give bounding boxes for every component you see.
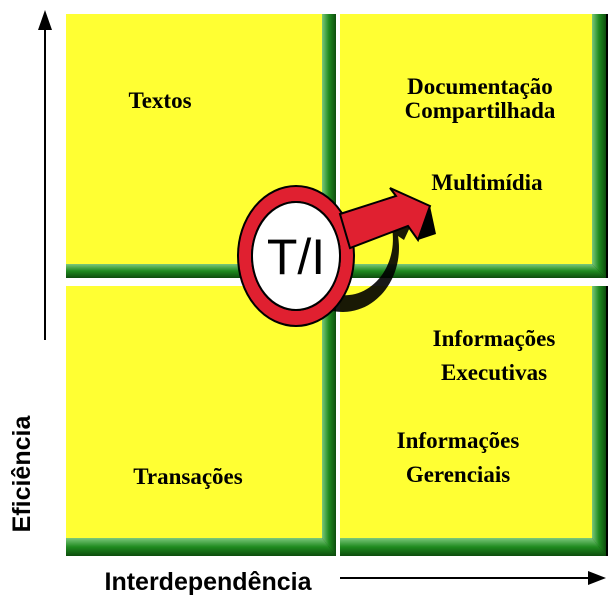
quadrant-bottom-right xyxy=(340,286,608,556)
label-informacoes-gerenciais-1: Informações xyxy=(397,428,520,453)
label-compartilhada: Compartilhada xyxy=(405,98,556,123)
x-axis-arrow xyxy=(340,571,606,585)
center-label: T/I xyxy=(267,229,325,285)
label-transacoes: Transações xyxy=(133,464,243,489)
label-textos: Textos xyxy=(128,88,191,113)
ti-circular-arrow xyxy=(237,185,436,327)
quadrant-top-right xyxy=(340,14,608,278)
label-multimidia: Multimídia xyxy=(431,170,543,195)
x-axis-label: Interdependência xyxy=(105,568,313,596)
label-documentacao: Documentação xyxy=(407,74,553,99)
label-informacoes-executivas-1: Informações xyxy=(433,326,556,351)
quadrant-bottom-left xyxy=(66,286,336,556)
y-axis-arrow xyxy=(38,10,52,340)
label-informacoes-executivas-2: Executivas xyxy=(441,360,547,385)
label-informacoes-gerenciais-2: Gerenciais xyxy=(406,462,510,487)
y-axis-label: Eficiência xyxy=(8,415,36,533)
